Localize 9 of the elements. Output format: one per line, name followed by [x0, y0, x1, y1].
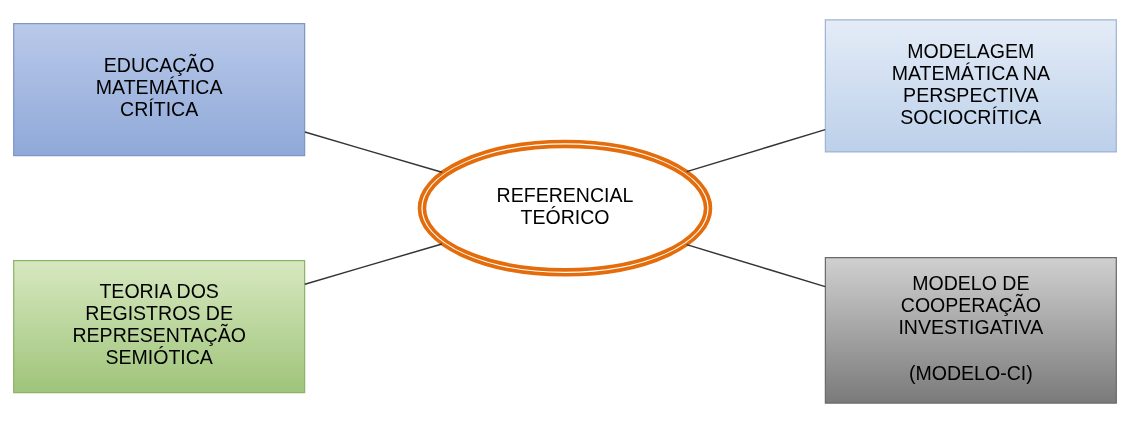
connector [685, 128, 826, 173]
connector [685, 243, 826, 288]
node-box: EDUCAÇÃO MATEMÁTICA CRÍTICA [13, 22, 306, 157]
connector [304, 243, 443, 285]
node-box: TEORIA DOS REGISTROS DE REPRESENTAÇÃO SEMIÓTICA [13, 260, 306, 394]
node-ellipse: REFERENCIAL TEÓRICO [417, 139, 713, 277]
connector [304, 131, 443, 174]
node-box: MODELO DE COOPERAÇÃO INVESTIGATIVA (MODELO-CI) [824, 257, 1117, 404]
node-box: MODELAGEM MATEMÁTICA NA PERSPECTIVA SOCIOCRÍTICA [824, 19, 1117, 153]
